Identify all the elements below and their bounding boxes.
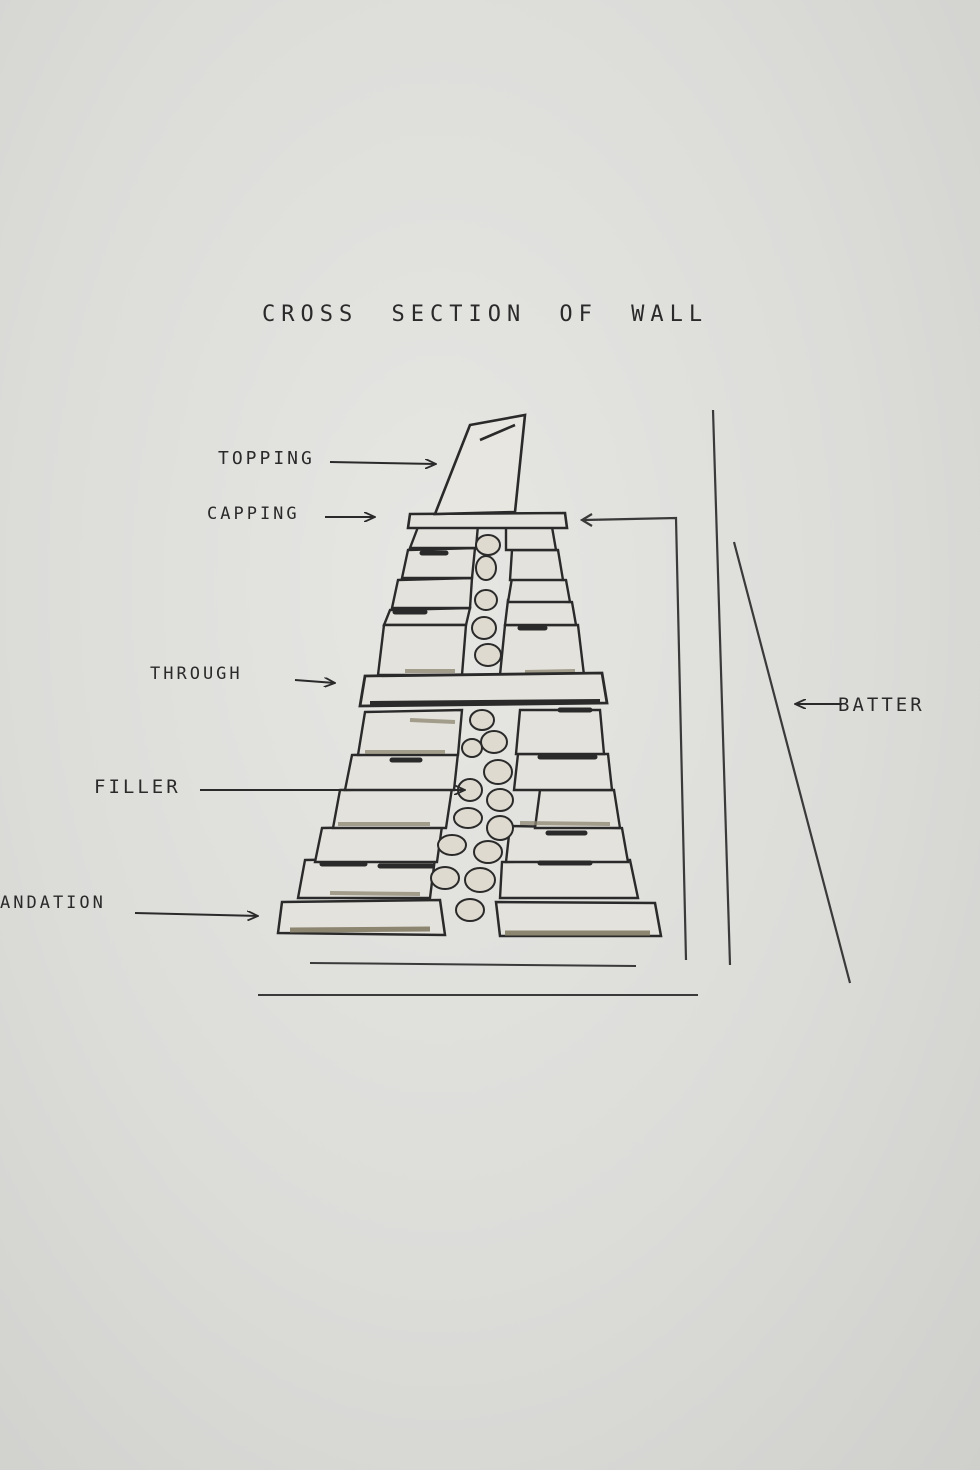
foundation-stones [276, 898, 663, 938]
filler-rubble [430, 534, 514, 922]
label-arrows [134, 462, 842, 916]
label-through: THROUGH [150, 664, 243, 684]
label-batter: BATTER [838, 694, 925, 716]
topping-arrow [329, 462, 436, 464]
ground-lines [258, 962, 698, 996]
label-filler: FILLER [94, 776, 181, 798]
reference-lines [579, 409, 852, 984]
topping-stone [433, 413, 527, 516]
right-face-stones [498, 525, 640, 900]
mortar-joints [319, 550, 598, 869]
left-face-stones [296, 523, 480, 900]
through-arrow [294, 680, 335, 683]
label-topping: TOPPING [218, 448, 315, 469]
through-stone [358, 671, 609, 708]
label-capping: CAPPING [207, 504, 300, 524]
label-foundation: ANDATION [0, 893, 106, 913]
foundation-arrow [134, 913, 258, 916]
diagram-title: CROSS SECTION OF WALL [262, 302, 709, 327]
capping-stone [406, 511, 569, 530]
